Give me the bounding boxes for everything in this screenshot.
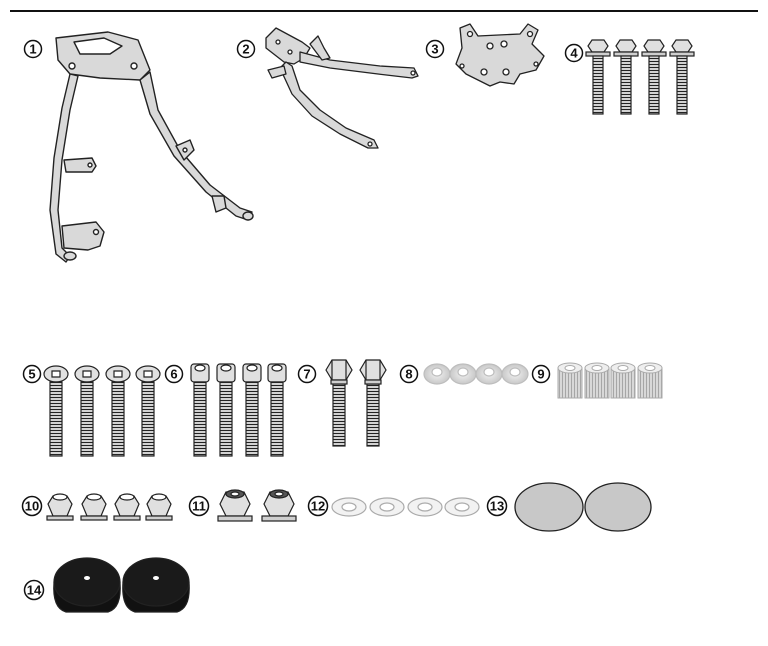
socket-head-screws: [190, 363, 287, 457]
flat-spacer: [501, 363, 529, 385]
flat-washer: [369, 497, 405, 517]
tall-spacer: [584, 362, 610, 399]
svg-text:8: 8: [405, 367, 412, 382]
button-head-screw: [105, 365, 131, 457]
flat-washer: [331, 497, 367, 517]
badge-5: 5: [22, 364, 42, 384]
hex-flange-bolt: [641, 39, 667, 115]
svg-text:6: 6: [170, 367, 177, 382]
svg-text:2: 2: [242, 42, 249, 57]
badge-4: 4: [564, 43, 584, 63]
center-mount-plate: [455, 23, 545, 87]
support-arm-bracket: [265, 27, 419, 149]
svg-text:1: 1: [29, 42, 36, 57]
flat-spacers: [423, 363, 529, 385]
hex-bolt: [325, 359, 353, 447]
adhesive-pad: [584, 482, 652, 532]
hex-lock-nut: [145, 493, 173, 521]
tall-spacer: [610, 362, 636, 399]
svg-text:10: 10: [25, 499, 39, 514]
large-flange-nut: [261, 489, 297, 522]
large-flange-nuts: [217, 489, 297, 522]
flat-washer: [407, 497, 443, 517]
badge-8: 8: [399, 364, 419, 384]
button-head-screw: [135, 365, 161, 457]
flat-washer: [444, 497, 480, 517]
adhesive-pad: [514, 482, 584, 532]
hex-bolt: [359, 359, 387, 447]
button-head-screw: [74, 365, 100, 457]
flat-spacer: [475, 363, 503, 385]
badge-2: 2: [236, 39, 256, 59]
socket-head-screw: [190, 363, 210, 457]
tall-spacers: [557, 362, 663, 399]
badge-7: 7: [297, 364, 317, 384]
flat-spacer: [423, 363, 451, 385]
svg-text:5: 5: [28, 367, 35, 382]
large-flange-nut: [217, 489, 253, 522]
badge-10: 10: [21, 495, 43, 517]
hex-flange-bolt: [613, 39, 639, 115]
socket-head-screw: [242, 363, 262, 457]
badge-13: 13: [486, 495, 508, 517]
hex-flange-bolts: [585, 39, 695, 115]
tall-spacer: [557, 362, 583, 399]
flat-spacer: [449, 363, 477, 385]
svg-text:3: 3: [431, 42, 438, 57]
svg-text:13: 13: [490, 499, 504, 514]
svg-text:12: 12: [311, 499, 325, 514]
svg-text:11: 11: [192, 499, 206, 514]
tall-spacer: [637, 362, 663, 399]
socket-head-screw: [216, 363, 236, 457]
socket-head-screw: [267, 363, 287, 457]
svg-text:9: 9: [537, 367, 544, 382]
badge-6: 6: [164, 364, 184, 384]
hex-flange-bolt: [585, 39, 611, 115]
hex-lock-nuts: [46, 493, 173, 521]
hex-lock-nut: [113, 493, 141, 521]
svg-text:7: 7: [303, 367, 310, 382]
rear-frame-bracket: [49, 31, 254, 263]
hex-lock-nut: [46, 493, 74, 521]
hex-bolts: [325, 359, 387, 447]
badge-3: 3: [425, 39, 445, 59]
rubber-feet: [53, 557, 190, 613]
flat-washers: [331, 497, 480, 517]
hex-flange-bolt: [669, 39, 695, 115]
part-number-badges: 1 2 3 4 5 6 7 8 9 10 11 12 13 14: [21, 39, 584, 601]
rubber-foot: [122, 557, 190, 613]
rubber-foot: [53, 557, 121, 613]
badge-14: 14: [23, 579, 45, 601]
badge-9: 9: [531, 364, 551, 384]
svg-text:14: 14: [27, 583, 42, 598]
button-head-screws: [43, 365, 161, 457]
button-head-screw: [43, 365, 69, 457]
badge-11: 11: [188, 495, 210, 517]
badge-1: 1: [23, 39, 43, 59]
badge-12: 12: [307, 495, 329, 517]
svg-text:4: 4: [570, 46, 578, 61]
adhesive-pads: [514, 482, 652, 532]
hex-lock-nut: [80, 493, 108, 521]
